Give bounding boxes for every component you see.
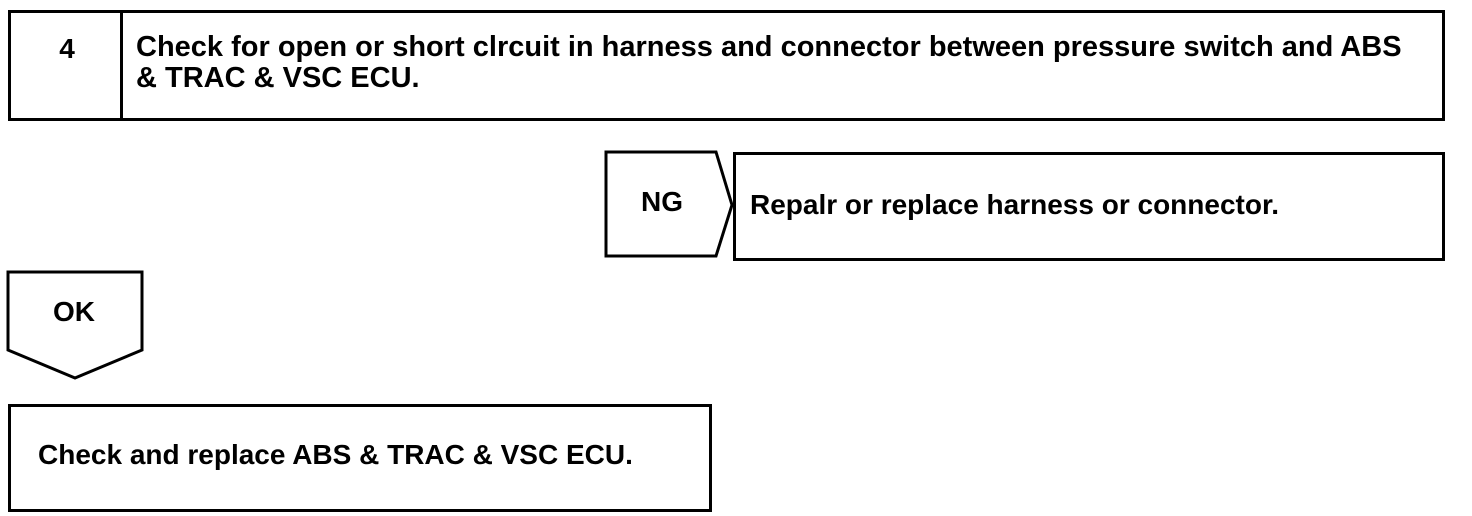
- ok-arrow-icon: [6, 270, 144, 380]
- final-action-box: Check and replace ABS & TRAC & VSC ECU.: [8, 404, 712, 512]
- ng-result-box: Repalr or replace harness or connector.: [733, 152, 1445, 261]
- step-box: 4 Check for open or short clrcuit in har…: [8, 10, 1445, 121]
- ng-arrow-icon: [604, 150, 734, 258]
- step-number: 4: [59, 33, 75, 64]
- ok-label: OK: [53, 296, 95, 327]
- step-number-cell: 4: [11, 13, 123, 118]
- ng-label: NG: [641, 186, 683, 217]
- step-title: Check for open or short clrcuit in harne…: [136, 31, 1402, 94]
- ng-result-text: Repalr or replace harness or connector.: [750, 189, 1280, 220]
- final-action-text: Check and replace ABS & TRAC & VSC ECU.: [38, 439, 633, 470]
